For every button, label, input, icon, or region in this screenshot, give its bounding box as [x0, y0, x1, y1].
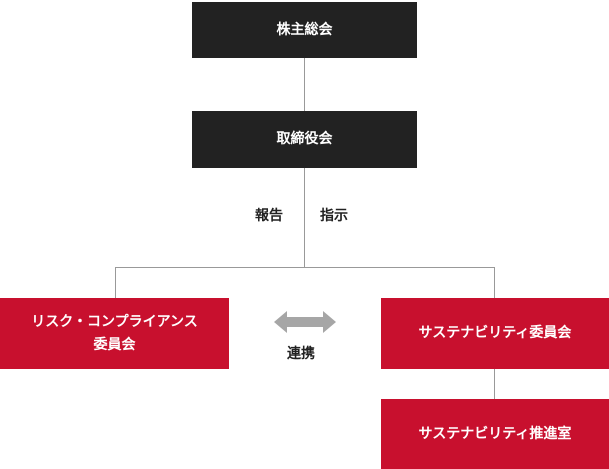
connector-board-branch — [304, 167, 305, 268]
connector-branch-horizontal — [115, 267, 495, 268]
connector-committee-office — [494, 368, 495, 399]
node-shareholders-meeting: 株主総会 — [192, 2, 417, 58]
node-sustainability-committee-label: サステナビリティ委員会 — [418, 325, 572, 342]
node-board-label: 取締役会 — [276, 131, 333, 148]
node-sustainability-office-label: サステナビリティ推進室 — [418, 425, 572, 442]
label-cooperation: 連携 — [287, 346, 315, 362]
node-board-of-directors: 取締役会 — [192, 111, 417, 168]
node-shareholders-label: 株主総会 — [276, 21, 333, 38]
double-arrow-icon — [274, 311, 336, 333]
connector-branch-sustainability — [494, 267, 495, 298]
connector-shareholders-board — [304, 57, 305, 111]
label-report: 報告 — [255, 208, 283, 224]
node-sustainability-committee: サステナビリティ委員会 — [381, 298, 609, 369]
connector-branch-risk — [115, 267, 116, 298]
node-risk-compliance-committee: リスク・コンプライアンス 委員会 — [0, 298, 229, 369]
label-instruction: 指示 — [320, 208, 348, 224]
node-risk-label-line1: リスク・コンプライアンス — [31, 314, 198, 331]
node-risk-label-line2: 委員会 — [93, 336, 136, 353]
node-sustainability-office: サステナビリティ推進室 — [381, 399, 609, 469]
